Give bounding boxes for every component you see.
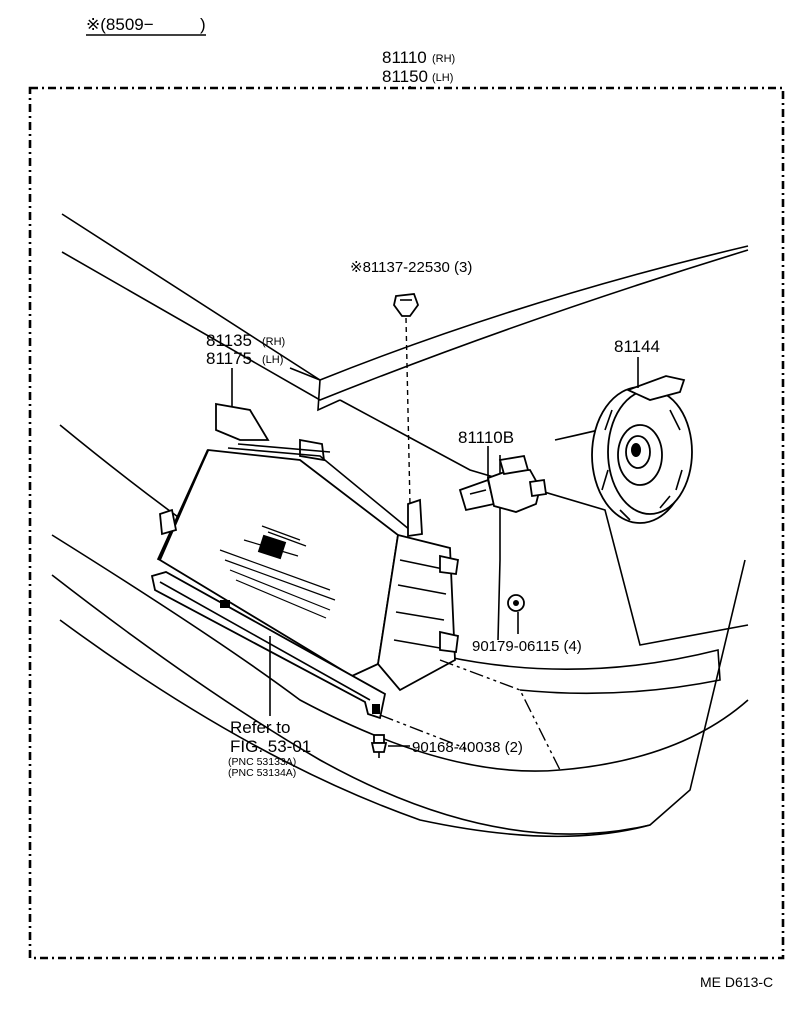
- cover-part: [591, 375, 693, 524]
- refer-line2: FIG. 53-01: [230, 737, 311, 756]
- clip-part: [393, 293, 420, 317]
- assembly-rh-tag: (RH): [432, 53, 455, 65]
- assembly-boundary: [28, 86, 785, 960]
- bulb-part: [458, 454, 548, 513]
- headlamp-unit: [150, 402, 460, 720]
- date-note-close: ): [200, 15, 206, 34]
- screw-label: 90168-40038 (2): [412, 739, 523, 756]
- diagram-code: ME D613-C: [700, 974, 773, 990]
- bracket-number-rh: 81135: [206, 331, 252, 350]
- date-note: ※(8509−: [86, 15, 154, 34]
- nut-part: [507, 594, 525, 612]
- cover-label: 81144: [614, 337, 660, 356]
- bracket-leader-2: [289, 367, 321, 381]
- refer-line1: Refer to: [230, 718, 290, 737]
- assembly-number-rh: 81110: [382, 48, 427, 67]
- bracket-lh-tag: (LH): [262, 354, 283, 366]
- assembly-number-lh: 81150: [382, 67, 428, 86]
- bulb-label: 81110B: [458, 428, 514, 447]
- assembly-lh-tag: (LH): [432, 72, 453, 84]
- clip-leader: [405, 317, 411, 506]
- bracket-rh-tag: (RH): [262, 336, 285, 348]
- nut-label: 90179-06115 (4): [472, 638, 582, 655]
- clip-label: ※81137-22530 (3): [350, 259, 472, 276]
- refer-pnc2: (PNC 53134A): [228, 767, 296, 779]
- refer-pnc1: (PNC 53133A): [228, 756, 296, 768]
- screw-part: [370, 734, 388, 758]
- bracket-number-lh: 81175: [206, 349, 252, 368]
